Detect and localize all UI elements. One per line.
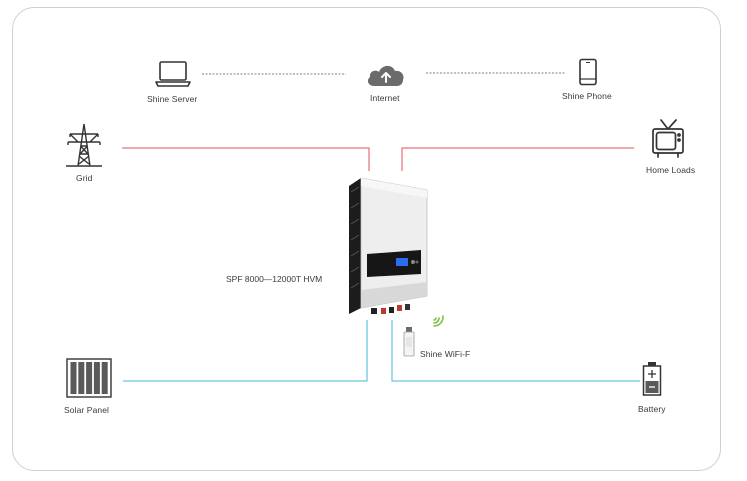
solar-panel-label: Solar Panel (64, 405, 110, 415)
battery-dc-line (391, 320, 640, 382)
internet-label: Internet (370, 93, 400, 103)
battery-icon (642, 361, 662, 397)
shine-server-label: Shine Server (147, 94, 198, 104)
wifi-signal-icon (431, 311, 447, 327)
laptop-icon (154, 60, 192, 90)
inverter-model-label: SPF 8000—12000T HVM (226, 274, 323, 284)
home-loads-ac-line (401, 147, 634, 171)
home-loads-label: Home Loads (646, 165, 696, 175)
inverter-device (343, 177, 433, 322)
grid-label: Grid (76, 173, 93, 183)
tablet-phone-icon (578, 58, 598, 86)
solar-dc-line (123, 320, 368, 382)
cloud-upload-icon (365, 60, 407, 88)
wifi-dongle-icon (403, 327, 415, 357)
grid-ac-line (122, 147, 370, 171)
shine-wifi-label: Shine WiFi-F (420, 349, 471, 359)
shine-phone-label: Shine Phone (562, 91, 612, 101)
battery-label: Battery (638, 404, 666, 414)
television-icon (651, 117, 685, 159)
solar-panel-icon (66, 358, 112, 398)
power-tower-icon (64, 122, 104, 168)
